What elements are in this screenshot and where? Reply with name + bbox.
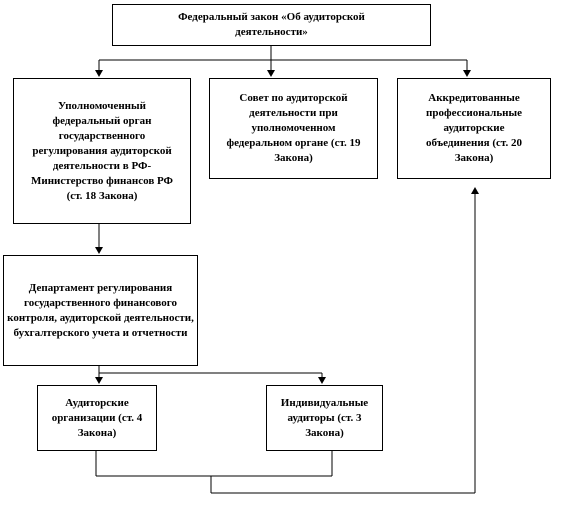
ministry-text: Уполномоченный федеральный орган государ… bbox=[31, 99, 173, 202]
organizations-box: Аудиторские организации (ст. 4 Закона) bbox=[37, 385, 157, 451]
law-box: Федеральный закон «Об аудиторской деятел… bbox=[112, 4, 431, 46]
council-box: Совет по аудиторской деятельности при уп… bbox=[209, 78, 378, 179]
department-text: Департамент регулирования государственно… bbox=[7, 281, 194, 339]
individuals-text: Индивидуальные аудиторы (ст. 3 Закона) bbox=[280, 396, 369, 439]
law-text: Федеральный закон «Об аудиторской деятел… bbox=[178, 11, 365, 38]
organizations-text: Аудиторские организации (ст. 4 Закона) bbox=[51, 396, 143, 439]
associations-text: Аккредитованные профессиональные аудитор… bbox=[426, 92, 522, 164]
department-box: Департамент регулирования государственно… bbox=[3, 255, 198, 366]
ministry-box: Уполномоченный федеральный орган государ… bbox=[13, 78, 191, 224]
associations-box: Аккредитованные профессиональные аудитор… bbox=[397, 78, 551, 179]
council-text: Совет по аудиторской деятельности при уп… bbox=[226, 92, 361, 164]
individuals-box: Индивидуальные аудиторы (ст. 3 Закона) bbox=[266, 385, 383, 451]
